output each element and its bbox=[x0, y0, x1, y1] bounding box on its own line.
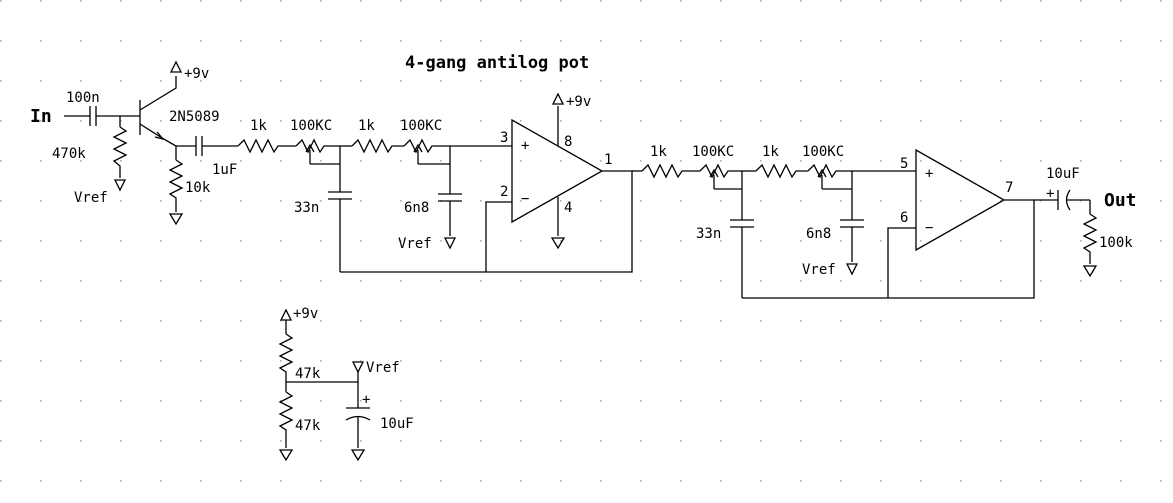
supply-label-transistor: +9v bbox=[184, 66, 209, 82]
bias-resistor-label: 470k bbox=[52, 146, 86, 162]
vref-symbol-2 bbox=[443, 237, 457, 250]
capacitor-33n-1-label: 33n bbox=[294, 200, 319, 216]
resistor-2-label: 1k bbox=[358, 118, 375, 134]
pot-4 bbox=[807, 163, 852, 179]
output-capacitor-label: 10uF bbox=[1046, 166, 1080, 182]
supply-label-opamp: +9v bbox=[566, 94, 591, 110]
opamp-1: + − bbox=[511, 92, 604, 250]
opamp-2-pin-in-plus: 5 bbox=[900, 156, 908, 172]
coupling-capacitor-label: 1uF bbox=[212, 162, 237, 178]
pot-3-label: 100KC bbox=[692, 144, 734, 160]
vref-symbol-bias bbox=[351, 361, 365, 374]
resistor-1 bbox=[237, 138, 296, 154]
emitter-resistor-label: 10k bbox=[185, 180, 211, 196]
divider-resistor-2 bbox=[278, 391, 294, 448]
divider-resistor-1-label: 47k bbox=[295, 366, 321, 382]
resistor-4 bbox=[755, 163, 808, 179]
pot-2-label: 100KC bbox=[400, 118, 442, 134]
resistor-3 bbox=[641, 163, 700, 179]
vref-bias-stage: +9v 47k Vref + 10uF 47k bbox=[278, 306, 414, 462]
input-capacitor-label: 100n bbox=[66, 90, 100, 106]
pot-4-label: 100KC bbox=[802, 144, 844, 160]
capacitor-6n8-1-label: 6n8 bbox=[404, 200, 429, 216]
pot-3 bbox=[699, 163, 742, 179]
transistor-label: 2N5089 bbox=[169, 109, 220, 125]
vref-symbol-1 bbox=[113, 179, 127, 192]
resistor-3-label: 1k bbox=[650, 144, 667, 160]
opamp-2-pin-in-minus: 6 bbox=[900, 210, 908, 226]
ground-symbol-cap bbox=[350, 449, 366, 462]
vref-capacitor-polarity: + bbox=[362, 392, 370, 408]
opamp-2-plus: + bbox=[925, 166, 933, 182]
vref-label-3: Vref bbox=[802, 262, 836, 278]
opamp-1-minus: − bbox=[521, 191, 529, 207]
ground-symbol-divider bbox=[278, 449, 294, 462]
supply-label-bias: +9v bbox=[293, 306, 318, 322]
opamp-1-pin-gnd: 4 bbox=[564, 200, 572, 216]
resistor-4-label: 1k bbox=[762, 144, 779, 160]
emitter-resistor bbox=[168, 159, 184, 212]
pot-2 bbox=[403, 138, 450, 154]
resistor-2 bbox=[351, 138, 404, 154]
opamp-1-pin-in-plus: 3 bbox=[500, 130, 508, 146]
capacitor-6n8-2-label: 6n8 bbox=[806, 226, 831, 242]
vref-label-2: Vref bbox=[398, 236, 432, 252]
opamp-1-pin-out: 1 bbox=[604, 152, 612, 168]
filter-stage-1: 1k 100KC 1k 100KC 33n 6n8 Vref + − bbox=[237, 92, 633, 273]
output-label: Out bbox=[1104, 190, 1137, 211]
input-label: In bbox=[30, 106, 52, 127]
output-capacitor-polarity: + bbox=[1046, 186, 1054, 202]
output-resistor bbox=[1082, 213, 1098, 264]
opamp-1-pin-vcc: 8 bbox=[564, 134, 572, 150]
filter-stage-2: 1k 100KC 1k 100KC 33n 6n8 Vref + − 5 6 7 bbox=[632, 144, 1035, 299]
divider-resistor-1 bbox=[278, 333, 294, 382]
resistor-1-label: 1k bbox=[250, 118, 267, 134]
output-resistor-label: 100k bbox=[1099, 235, 1133, 251]
vref-label-bias: Vref bbox=[366, 360, 400, 376]
opamp-2-minus: − bbox=[925, 220, 933, 236]
opamp-2-pin-out: 7 bbox=[1005, 180, 1013, 196]
opamp-1-plus: + bbox=[521, 138, 529, 154]
vref-label-1: Vref bbox=[74, 190, 108, 206]
output-stage: + 10uF Out 100k bbox=[1034, 166, 1137, 278]
vref-symbol-3 bbox=[845, 263, 859, 276]
ground-symbol-out bbox=[1082, 265, 1098, 278]
capacitor-33n-2-label: 33n bbox=[696, 226, 721, 242]
ground-symbol-1 bbox=[168, 213, 184, 226]
pot-1 bbox=[295, 138, 340, 154]
bias-resistor bbox=[112, 126, 128, 178]
divider-resistor-2-label: 47k bbox=[295, 418, 321, 434]
opamp-2: + − bbox=[915, 148, 1006, 252]
input-stage: In 100n 470k Vref 2N5089 +9v 10k bbox=[30, 60, 238, 226]
diagram-title: 4-gang antilog pot bbox=[405, 53, 589, 73]
vref-capacitor-label: 10uF bbox=[380, 416, 414, 432]
pot-1-label: 100KC bbox=[290, 118, 332, 134]
opamp-1-pin-in-minus: 2 bbox=[500, 184, 508, 200]
